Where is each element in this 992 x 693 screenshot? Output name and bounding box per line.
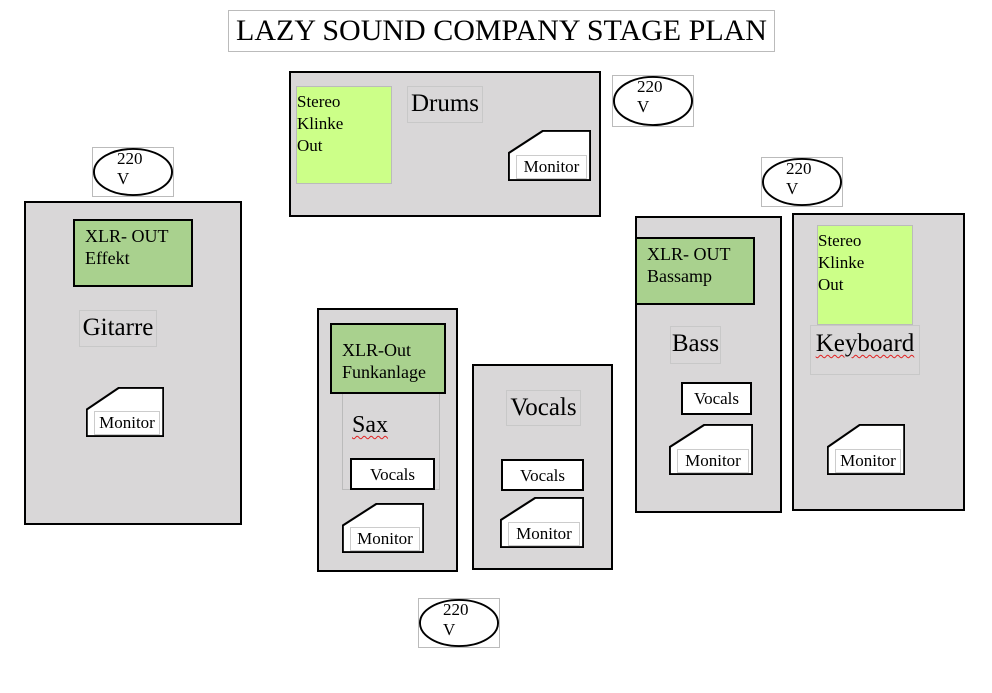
power-voltage: 220 (443, 600, 469, 619)
drums-label: Drums (407, 86, 483, 123)
bass-monitor: Monitor (669, 424, 753, 475)
power-unit: V (443, 620, 456, 639)
output-line: Stereo (818, 231, 862, 250)
monitor-label: Monitor (508, 522, 580, 546)
keyboard-label: Keyboard (810, 325, 920, 375)
page-title: LAZY SOUND COMPANY STAGE PLAN (228, 10, 775, 52)
vocals-mic: Vocals (501, 459, 584, 491)
monitor-label: Monitor (350, 527, 420, 551)
output-line: Klinke (297, 114, 344, 133)
power-voltage: 220 (117, 149, 143, 168)
bass-vocals-mic: Vocals (681, 382, 752, 415)
output-line: Out (818, 275, 844, 294)
output-line: Funkanlage (342, 362, 426, 382)
bass-label: Bass (670, 326, 721, 364)
monitor-label: Monitor (94, 411, 160, 435)
output-line: XLR-Out (342, 340, 411, 360)
vocals-monitor: Monitor (500, 497, 584, 548)
sax-label: Sax (352, 412, 388, 438)
monitor-label: Monitor (516, 155, 587, 179)
drums-monitor: Monitor (508, 130, 591, 181)
keyboard-monitor: Monitor (827, 424, 905, 475)
output-line: Klinke (818, 253, 865, 272)
output-line: Bassamp (647, 266, 712, 286)
output-line: Effekt (85, 248, 130, 268)
guitar-monitor: Monitor (86, 387, 164, 437)
power-unit: V (117, 169, 130, 188)
power-voltage: 220 (637, 77, 663, 96)
output-line: XLR- OUT (647, 244, 731, 264)
sax-monitor: Monitor (342, 503, 424, 553)
output-line: XLR- OUT (85, 226, 169, 246)
monitor-label: Monitor (677, 449, 749, 473)
output-line: Stereo (297, 92, 341, 111)
guitar-label: Gitarre (79, 310, 157, 347)
monitor-label: Monitor (835, 449, 901, 473)
power-voltage: 220 (786, 159, 812, 178)
sax-vocals-mic: Vocals (350, 458, 435, 490)
power-unit: V (786, 179, 799, 198)
power-unit: V (637, 97, 650, 116)
output-line: Out (297, 136, 323, 155)
vocals-label: Vocals (506, 390, 581, 426)
